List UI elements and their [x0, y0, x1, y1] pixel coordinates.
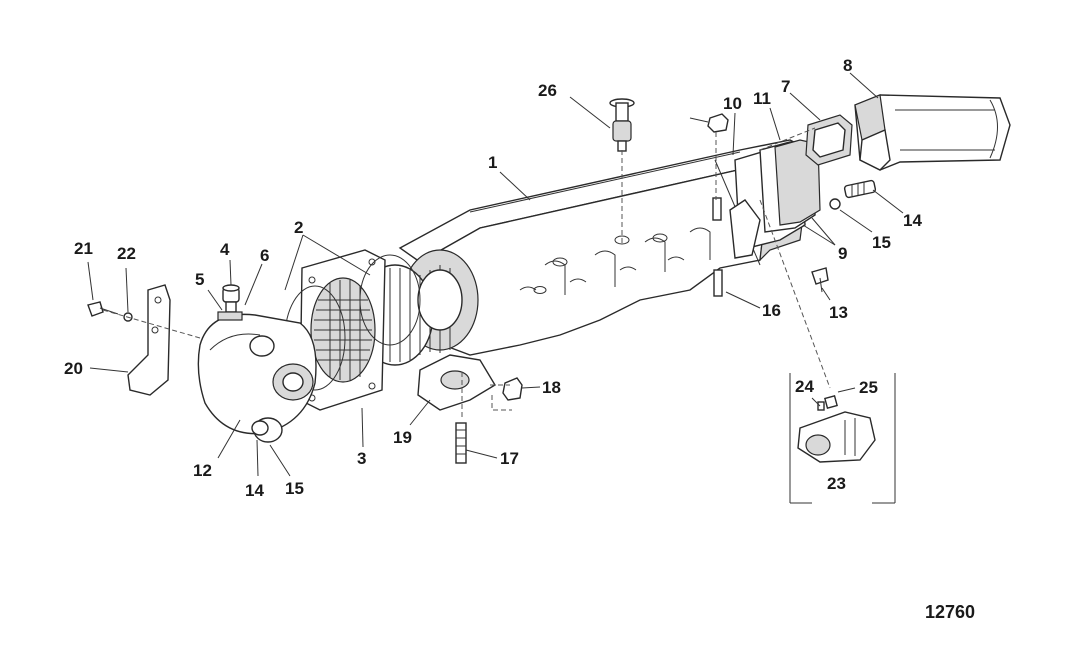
callout-numbers: 1 2 3 4 5 6 7 8 9 10 11 12 13 14 14 15 1…	[64, 56, 922, 500]
callout-20: 20	[64, 359, 83, 378]
alignment-lines	[102, 127, 831, 420]
callout-13: 13	[829, 303, 848, 322]
callout-11: 11	[753, 89, 771, 108]
callout-4: 4	[220, 240, 230, 259]
callout-17: 17	[500, 449, 519, 468]
callout-9: 9	[838, 244, 847, 263]
screw-21	[87, 301, 119, 317]
leader-lines	[87, 72, 904, 477]
callout-14-left: 14	[245, 481, 264, 500]
callout-6: 6	[260, 246, 269, 265]
sensor-inset	[789, 373, 896, 504]
callout-2: 2	[294, 218, 303, 237]
callout-10: 10	[723, 94, 742, 113]
callout-16: 16	[762, 301, 781, 320]
figure-number: 12760	[925, 602, 975, 622]
stud-16	[713, 269, 723, 297]
end-plate-3	[299, 249, 386, 411]
exhaust-elbow-8	[854, 94, 1011, 171]
callout-5: 5	[195, 270, 204, 289]
stud-26	[609, 98, 635, 152]
end-flange	[729, 139, 821, 259]
lower-flange-19	[417, 354, 496, 411]
callout-18: 18	[542, 378, 561, 397]
nut-18	[502, 377, 523, 401]
anode-assembly	[217, 284, 243, 321]
callout-3: 3	[357, 449, 366, 468]
callout-14-right: 14	[903, 211, 922, 230]
washer-15-right	[829, 198, 841, 210]
callout-25: 25	[859, 378, 878, 397]
callout-24: 24	[795, 377, 814, 396]
gasket-7	[805, 114, 853, 166]
callout-8: 8	[843, 56, 852, 75]
callout-23: 23	[827, 474, 846, 493]
callout-26: 26	[538, 81, 557, 100]
callout-1: 1	[488, 153, 497, 172]
end-cap-12	[197, 313, 317, 443]
bolt-13	[811, 267, 829, 293]
stud-17	[455, 422, 467, 464]
callout-21: 21	[74, 239, 93, 258]
callout-7: 7	[781, 77, 790, 96]
callout-12: 12	[193, 461, 212, 480]
fitting-14-left	[251, 420, 269, 436]
fitting-14-right	[843, 179, 877, 199]
callout-15-right: 15	[872, 233, 891, 252]
nut-10	[707, 113, 729, 133]
stud-upper	[712, 197, 722, 221]
bracket-20	[127, 284, 171, 396]
callout-15-left: 15	[285, 479, 304, 498]
callout-22: 22	[117, 244, 136, 263]
callout-19: 19	[393, 428, 412, 447]
